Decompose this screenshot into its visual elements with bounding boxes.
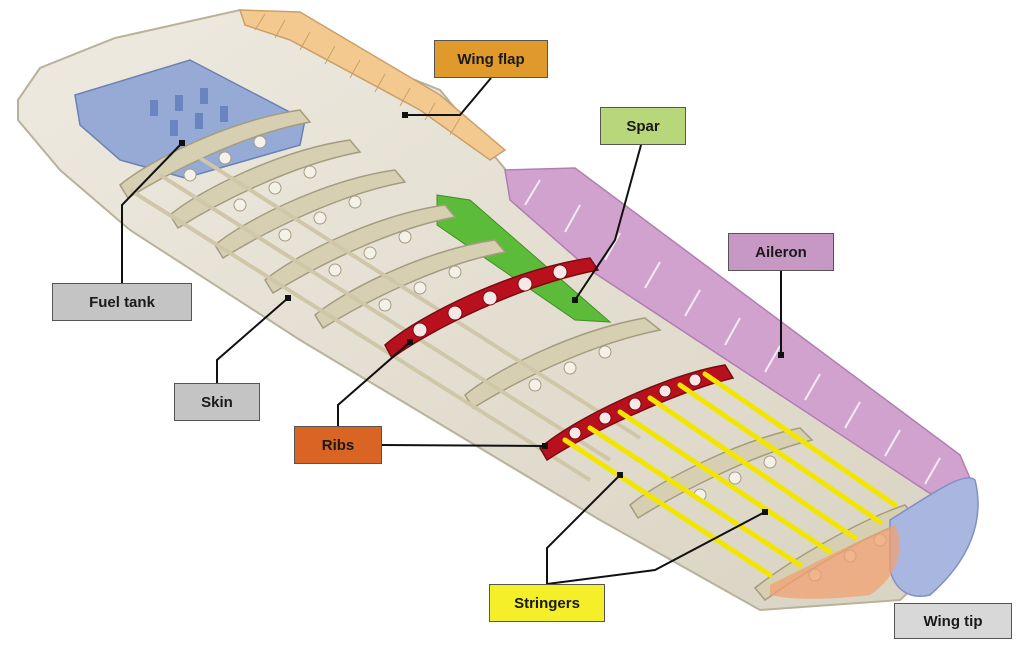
yellow-stringers <box>562 371 898 578</box>
leader-lines <box>121 77 782 585</box>
wing-flap <box>238 9 507 161</box>
fuel-tank <box>74 59 306 179</box>
leader-dots <box>179 112 784 515</box>
wing-tip-inner <box>770 525 900 599</box>
label-ribs: Ribs <box>294 426 382 464</box>
red-rib-holes <box>412 264 702 440</box>
flap-ribs <box>254 13 461 136</box>
label-aileron: Aileron <box>728 233 834 271</box>
wing-tip <box>889 477 979 597</box>
beige-ribs <box>119 109 917 602</box>
label-wing-tip: Wing tip <box>894 603 1012 639</box>
aileron-ribs <box>524 179 941 485</box>
beige-stringers <box>128 156 642 482</box>
label-spar: Spar <box>600 107 686 145</box>
rib-holes <box>183 135 887 582</box>
label-fuel-tank: Fuel tank <box>52 283 192 321</box>
label-stringers: Stringers <box>489 584 605 622</box>
label-skin: Skin <box>174 383 260 421</box>
label-wing-flap: Wing flap <box>434 40 548 78</box>
fuel-tank-baffles <box>150 88 228 136</box>
